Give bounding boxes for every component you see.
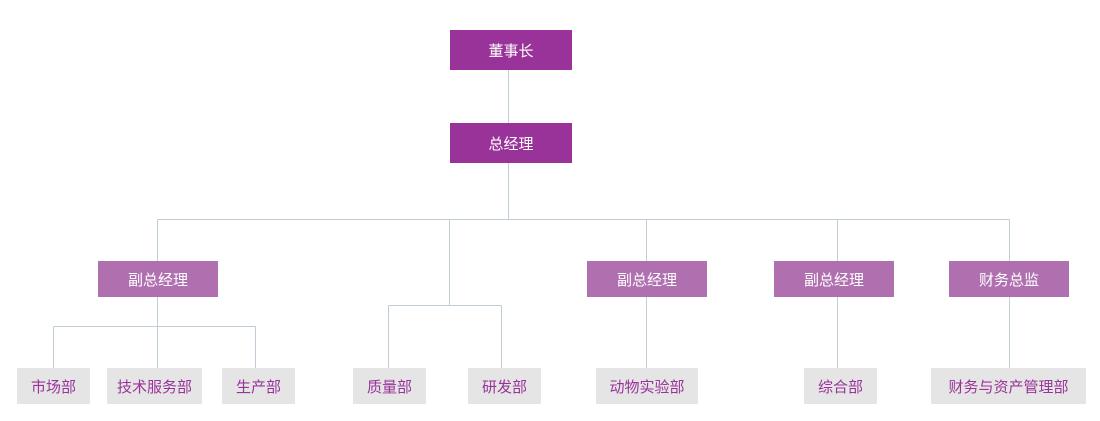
- node-quality: 质量部: [353, 368, 426, 404]
- node-deputy-gm-2: 副总经理: [587, 261, 707, 297]
- node-general-affairs: 综合部: [804, 368, 877, 404]
- node-animal-lab: 动物实验部: [596, 368, 698, 404]
- node-deputy-gm-3: 副总经理: [774, 261, 894, 297]
- node-rnd: 研发部: [468, 368, 541, 404]
- connector-branches: [157, 219, 1010, 306]
- node-general-manager: 总经理: [450, 123, 572, 163]
- connector-branch-1: [53, 297, 256, 368]
- node-deputy-gm-1: 副总经理: [98, 261, 218, 297]
- node-marketing: 市场部: [17, 368, 90, 404]
- node-finance-assets: 财务与资产管理部: [931, 368, 1086, 404]
- connector-branch-2: [388, 305, 502, 368]
- node-chairman: 董事长: [450, 30, 572, 70]
- node-tech-service: 技术服务部: [107, 368, 202, 404]
- node-cfo: 财务总监: [949, 261, 1069, 297]
- node-production: 生产部: [222, 368, 295, 404]
